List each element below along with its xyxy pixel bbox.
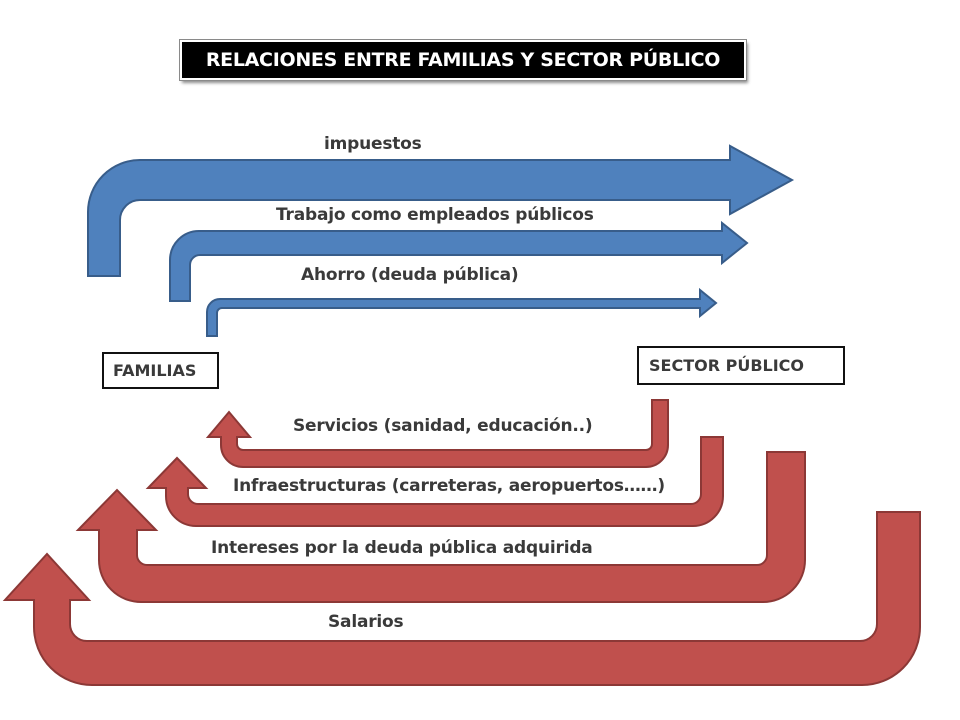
ahorro-arrow — [206, 287, 718, 337]
salarios-arrow — [2, 511, 921, 686]
infraestructuras-arrow — [145, 436, 724, 527]
trabajo-arrow — [169, 220, 749, 302]
salarios-label: Salarios — [328, 612, 404, 632]
ahorro-label: Ahorro (deuda pública) — [301, 265, 519, 285]
servicios-label: Servicios (sanidad, educación..) — [293, 416, 593, 436]
trabajo-label: Trabajo como empleados públicos — [276, 205, 594, 225]
intereses-label: Intereses por la deuda pública adquirida — [211, 538, 593, 558]
servicios-arrow — [205, 399, 669, 468]
sector-publico-box: SECTOR PÚBLICO — [637, 346, 845, 385]
familias-box: FAMILIAS — [102, 352, 219, 389]
intereses-arrow — [75, 451, 806, 603]
infraestructuras-label: Infraestructuras (carreteras, aeropuerto… — [233, 476, 665, 496]
impuestos-arrow — [87, 144, 795, 277]
impuestos-label: impuestos — [324, 134, 422, 154]
diagram-title: RELACIONES ENTRE FAMILIAS Y SECTOR PÚBLI… — [180, 40, 746, 80]
